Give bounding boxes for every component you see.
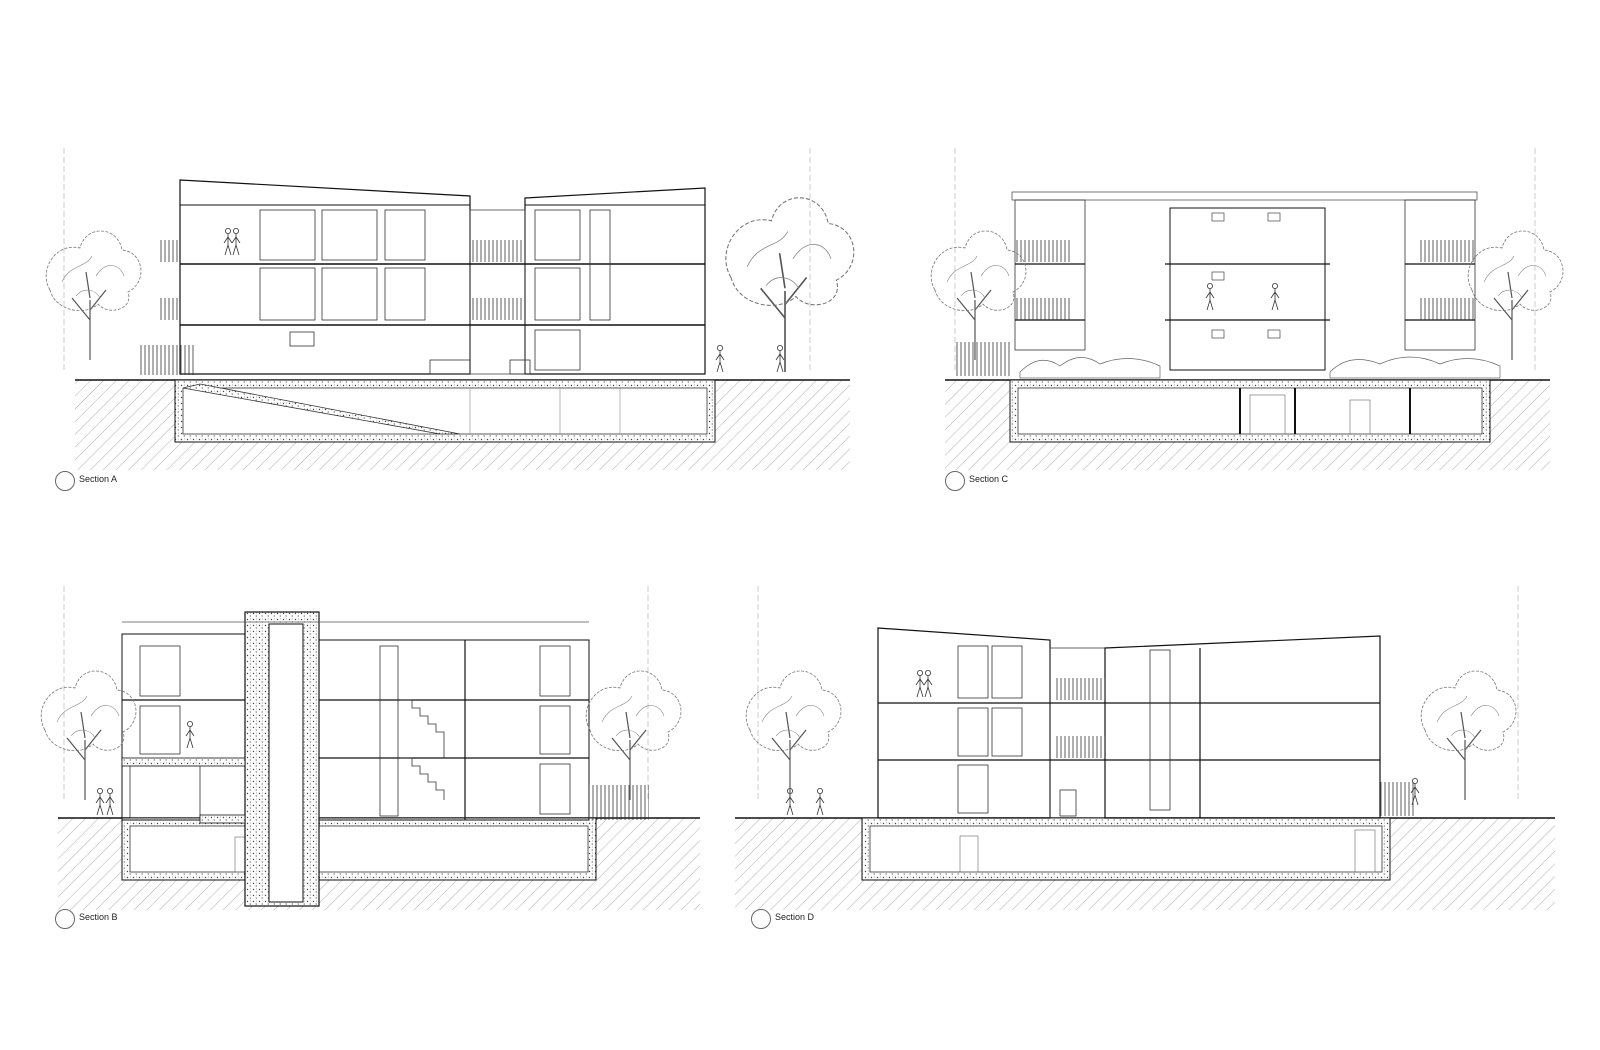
section-c-label: Section C <box>969 474 1009 484</box>
section-d-label: Section D <box>775 912 815 922</box>
section-c-drawing <box>930 148 1564 470</box>
section-a-marker-icon <box>55 471 75 491</box>
section-a-label: Section A <box>79 474 118 484</box>
section-a-drawing <box>45 148 855 470</box>
section-b-marker-icon <box>55 909 75 929</box>
section-b-drawing <box>40 586 700 910</box>
section-d-marker-icon <box>751 909 771 929</box>
section-b-label: Section B <box>79 912 118 922</box>
section-c-marker-icon <box>945 471 965 491</box>
section-d-drawing <box>735 586 1555 910</box>
